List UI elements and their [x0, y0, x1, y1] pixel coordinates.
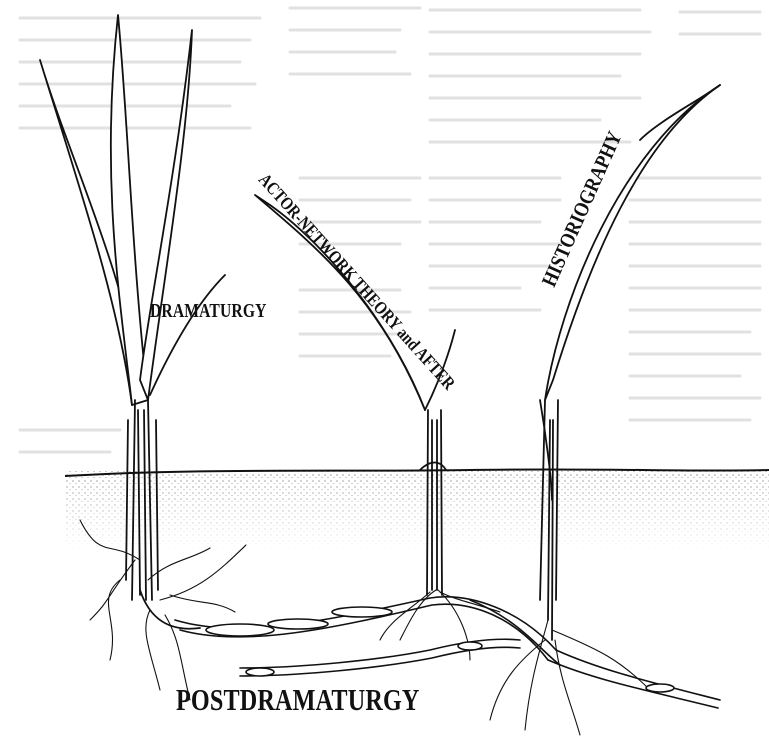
plant-actor-network — [255, 195, 500, 660]
label-dramaturgy: DRAMATURGY — [150, 300, 267, 323]
label-postdramaturgy: POSTDRAMATURGY — [176, 682, 420, 718]
plant-dramaturgy — [40, 15, 246, 700]
